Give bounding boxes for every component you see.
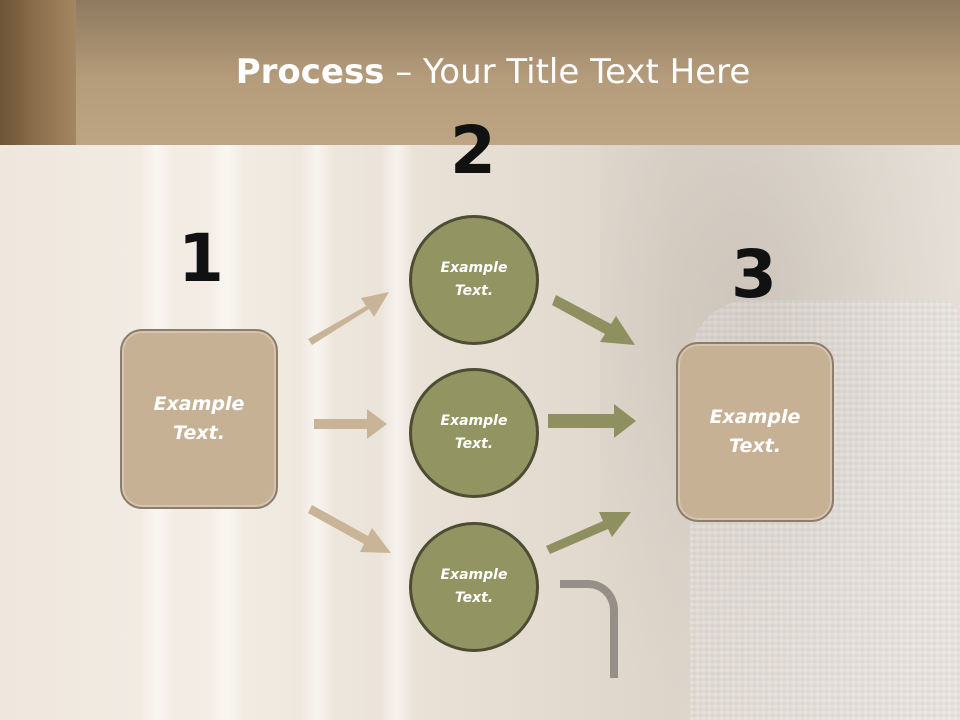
process-circle-bottom[interactable]: Example Text.: [409, 522, 539, 652]
slide-title[interactable]: Process – Your Title Text Here: [0, 52, 960, 92]
process-circle-top-text: Example Text.: [440, 260, 508, 299]
arrow-olive-up: [546, 512, 631, 554]
process-box-right-text: Example Text.: [709, 406, 801, 457]
process-box-right[interactable]: Example Text.: [676, 342, 834, 522]
process-circle-middle[interactable]: Example Text.: [409, 368, 539, 498]
cane-handle: [560, 580, 618, 678]
arrow-tan-up: [308, 292, 389, 345]
arrow-olive-right: [548, 404, 636, 438]
process-circle-top[interactable]: Example Text.: [409, 215, 539, 345]
curtain-stripe: [300, 145, 334, 720]
arrow-tan-down: [308, 505, 391, 553]
title-band: [0, 0, 960, 145]
arrow-olive-down: [552, 295, 635, 345]
process-box-left[interactable]: Example Text.: [120, 329, 278, 509]
arrow-tan-right: [314, 409, 387, 439]
step-number-2: 2: [450, 112, 496, 189]
process-box-left-text: Example Text.: [153, 393, 245, 444]
process-circle-middle-text: Example Text.: [440, 413, 508, 452]
title-bold: Process: [235, 52, 385, 92]
step-number-3: 3: [731, 236, 777, 313]
process-circle-bottom-text: Example Text.: [440, 567, 508, 606]
title-band-accent: [0, 0, 76, 145]
curtain-stripe: [380, 145, 414, 720]
step-number-1: 1: [178, 220, 224, 297]
title-rest: – Your Title Text Here: [384, 52, 751, 92]
